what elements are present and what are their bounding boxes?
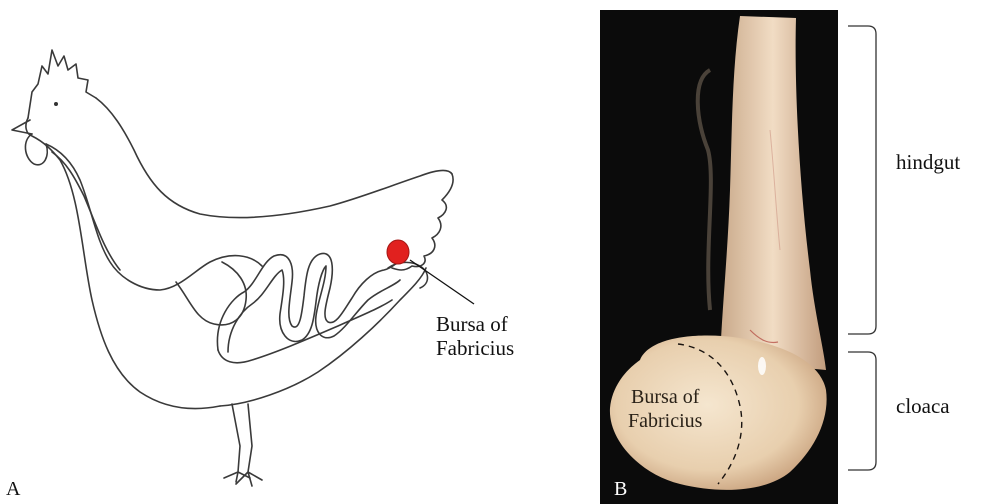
bursa-label-b-line1: Bursa of bbox=[628, 385, 702, 409]
bursa-leader-line bbox=[410, 260, 474, 304]
panel-letter-b: B bbox=[614, 478, 627, 501]
hindgut-bracket bbox=[848, 26, 876, 334]
eye bbox=[54, 102, 58, 106]
bursa-label-b: Bursa of Fabricius bbox=[628, 385, 702, 433]
panel-a-chicken-drawing bbox=[0, 0, 600, 504]
bursa-marker bbox=[387, 240, 409, 264]
leg-left bbox=[224, 404, 250, 482]
bursa-label-a-line1: Bursa of bbox=[436, 312, 514, 336]
comb bbox=[28, 50, 96, 118]
esophagus-inner bbox=[52, 152, 120, 270]
cloaca-bracket bbox=[848, 352, 876, 470]
bursa-label-a: Bursa of Fabricius bbox=[436, 312, 514, 360]
panel-letter-a: A bbox=[6, 478, 20, 501]
hindgut-label: hindgut bbox=[896, 150, 960, 174]
specular-highlight bbox=[758, 357, 766, 375]
bursa-label-b-line2: Fabricius bbox=[628, 409, 702, 433]
beak bbox=[12, 120, 32, 134]
region-brackets bbox=[838, 0, 898, 504]
chicken-outline-drawing bbox=[0, 0, 600, 504]
bursa-label-a-line2: Fabricius bbox=[436, 336, 514, 360]
neck-back bbox=[96, 98, 452, 218]
throat bbox=[26, 118, 220, 409]
gizzard bbox=[176, 262, 246, 325]
cloaca-label: cloaca bbox=[896, 394, 950, 418]
